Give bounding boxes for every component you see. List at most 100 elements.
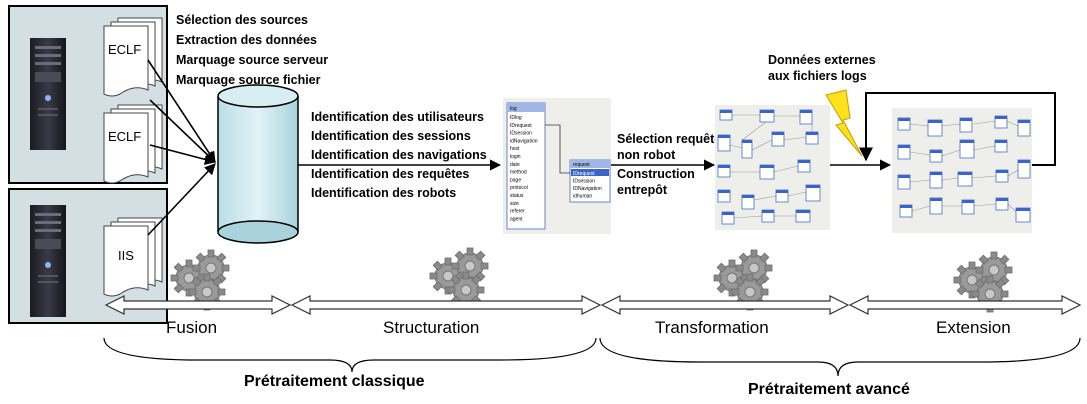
schema-link (971, 175, 997, 179)
schema-table-header (798, 160, 810, 163)
schema-table-header (995, 140, 1007, 143)
table-field: idhuman (573, 194, 592, 200)
schema-link (1007, 203, 1017, 213)
schema-link (911, 205, 931, 212)
table-field: protocol (510, 185, 528, 191)
request-table: request IDrequestIDsessionIDNavigationid… (569, 159, 611, 203)
external-data-label: Données externes (768, 53, 876, 67)
schema-table-header (742, 195, 754, 198)
transformation-step-label: non robot (617, 148, 676, 162)
schema-table-header (996, 198, 1008, 201)
schema-link (1006, 120, 1019, 127)
schema-table-header (930, 150, 942, 153)
table-field: status (510, 193, 524, 199)
schema-table-header (718, 135, 730, 138)
external-data-label: aux fichiers logs (768, 69, 867, 83)
schema-table-header (995, 116, 1007, 119)
table-field: agent (510, 216, 523, 222)
schema-link (973, 120, 996, 125)
phase-label: Structuration (383, 318, 479, 337)
schema-table-header (898, 175, 910, 178)
database-icon (217, 84, 299, 244)
schema-table-header (1018, 160, 1030, 163)
table-field: page (510, 177, 521, 183)
schema-table-header (1018, 120, 1030, 123)
identification-step-label: Identification des robots (311, 186, 456, 200)
schema-table-header (806, 185, 820, 188)
table-field: IDrequest (510, 123, 532, 129)
schema-table-header (928, 120, 942, 123)
schema-link (1007, 169, 1019, 177)
schema-link (783, 136, 807, 141)
schema-link (941, 149, 961, 157)
source-step-label: Marquage source fichier (176, 73, 321, 87)
table-field: host (510, 146, 520, 152)
schema-table-header (760, 165, 774, 168)
relational-schema: log IDlogIDrequestIDsessionidNavigationh… (503, 98, 611, 234)
phase-arrow-extension (848, 295, 1082, 315)
schema-table-header (898, 145, 910, 148)
schema-table-header (1016, 208, 1030, 211)
identification-step-label: Identification des requêtes (311, 167, 469, 181)
schema-table-header (720, 110, 732, 113)
schema-table-header (962, 200, 974, 203)
brace-advanced (599, 337, 1081, 377)
server-icon (30, 38, 66, 150)
transformation-step-label: Construction (617, 167, 695, 181)
warehouse-schema (715, 105, 830, 230)
schema-link (751, 139, 773, 151)
schema-link (733, 215, 763, 219)
transformation-step-label: entrepôt (617, 183, 668, 197)
brace-classic (103, 337, 597, 373)
schema-table-header (718, 165, 730, 168)
schema-link (909, 151, 931, 156)
extension-loop-arrow (859, 92, 1056, 166)
identification-step-label: Identification des sessions (311, 129, 471, 143)
schema-table-header (996, 170, 1008, 173)
transformation-step-label: Sélection requête (617, 132, 721, 146)
schema-table-header (718, 190, 730, 193)
schema-link (729, 144, 743, 149)
schema-table-header (930, 198, 942, 201)
schema-link (941, 177, 959, 181)
table-field: referer (510, 209, 525, 215)
log-format-label: ECLF (108, 129, 141, 144)
schema-link (787, 191, 807, 197)
schema-table-header (800, 110, 812, 113)
schema-table-header (806, 132, 818, 135)
table-field: method (510, 170, 527, 176)
lightning-icon (825, 89, 863, 157)
schema-table-header (722, 212, 734, 215)
log-file-icon (103, 104, 163, 184)
table-field: IDNavigation (573, 186, 602, 192)
schema-table-header (772, 132, 784, 135)
log-format-label: IIS (118, 248, 134, 263)
source-arrows (147, 59, 217, 236)
source-step-label: Marquage source serveur (176, 53, 328, 67)
table-field: login (510, 154, 521, 160)
schema-link (773, 165, 799, 173)
server-icon (30, 205, 66, 317)
schema-table-header (930, 172, 942, 175)
schema-table-header (960, 140, 974, 143)
log-table: log IDlogIDrequestIDsessionidNavigationh… (506, 102, 546, 230)
svg-text:log: log (510, 106, 517, 112)
gears-icon (429, 247, 489, 309)
phase-arrow-structuration (290, 295, 602, 315)
group-label-advanced: Prétraitement avancé (748, 381, 910, 398)
table-field: idNavigation (510, 138, 538, 144)
schema-table-header (796, 210, 810, 213)
schema-table-header (776, 190, 788, 193)
table-field: IDsession (510, 131, 532, 137)
identification-step-label: Identification des utilisateurs (311, 110, 484, 124)
phase-label: Fusion (166, 318, 217, 337)
schema-table-header (958, 172, 972, 175)
schema-link (973, 203, 997, 207)
phase-label: Extension (936, 318, 1011, 337)
table-field: IDsession (573, 179, 595, 185)
extended-warehouse-schema (892, 108, 1032, 233)
identification-step-label: Identification des navigations (311, 148, 487, 162)
svg-text:request: request (573, 162, 590, 168)
schema-link (909, 123, 929, 127)
phase-arrow-transformation (600, 295, 850, 315)
